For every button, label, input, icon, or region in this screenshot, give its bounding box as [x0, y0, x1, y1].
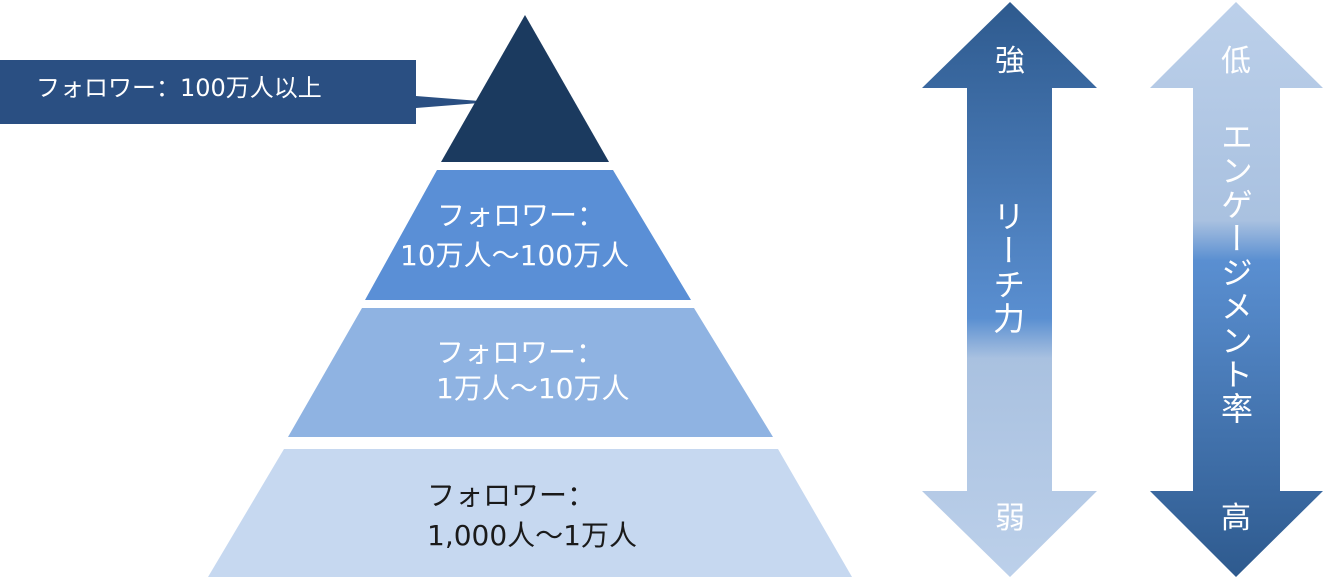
pyramid-tier-2 — [365, 170, 691, 300]
tier-3-label-line1: フォロワー： — [436, 336, 605, 369]
pyramid-tier-3 — [288, 308, 773, 437]
pyramid-tier-top — [441, 15, 609, 162]
tier-4-label-line1: フォロワー： — [427, 479, 596, 512]
tier-2-label-line2: 10万人〜100万人 — [400, 239, 630, 272]
reach-arrow — [922, 2, 1097, 577]
engagement-arrow — [1150, 2, 1323, 577]
engagement-top-label: 低 — [1221, 44, 1251, 79]
top-tier-label: フォロワー：100万人以上 — [36, 74, 322, 102]
reach-label: リーチ力 — [988, 200, 1026, 336]
engagement-label: エンゲージメント率 — [1216, 120, 1254, 426]
engagement-bottom-label: 高 — [1221, 501, 1251, 536]
pyramid-tier-4 — [208, 449, 852, 577]
tier-3-label-line2: 1万人〜10万人 — [436, 372, 630, 405]
tier-4-label-line2: 1,000人〜1万人 — [427, 519, 637, 552]
reach-bottom-label: 弱 — [995, 501, 1025, 536]
tier-2-label-line1: フォロワー： — [437, 199, 606, 232]
top-callout-box — [0, 60, 492, 124]
reach-top-label: 強 — [995, 44, 1025, 79]
